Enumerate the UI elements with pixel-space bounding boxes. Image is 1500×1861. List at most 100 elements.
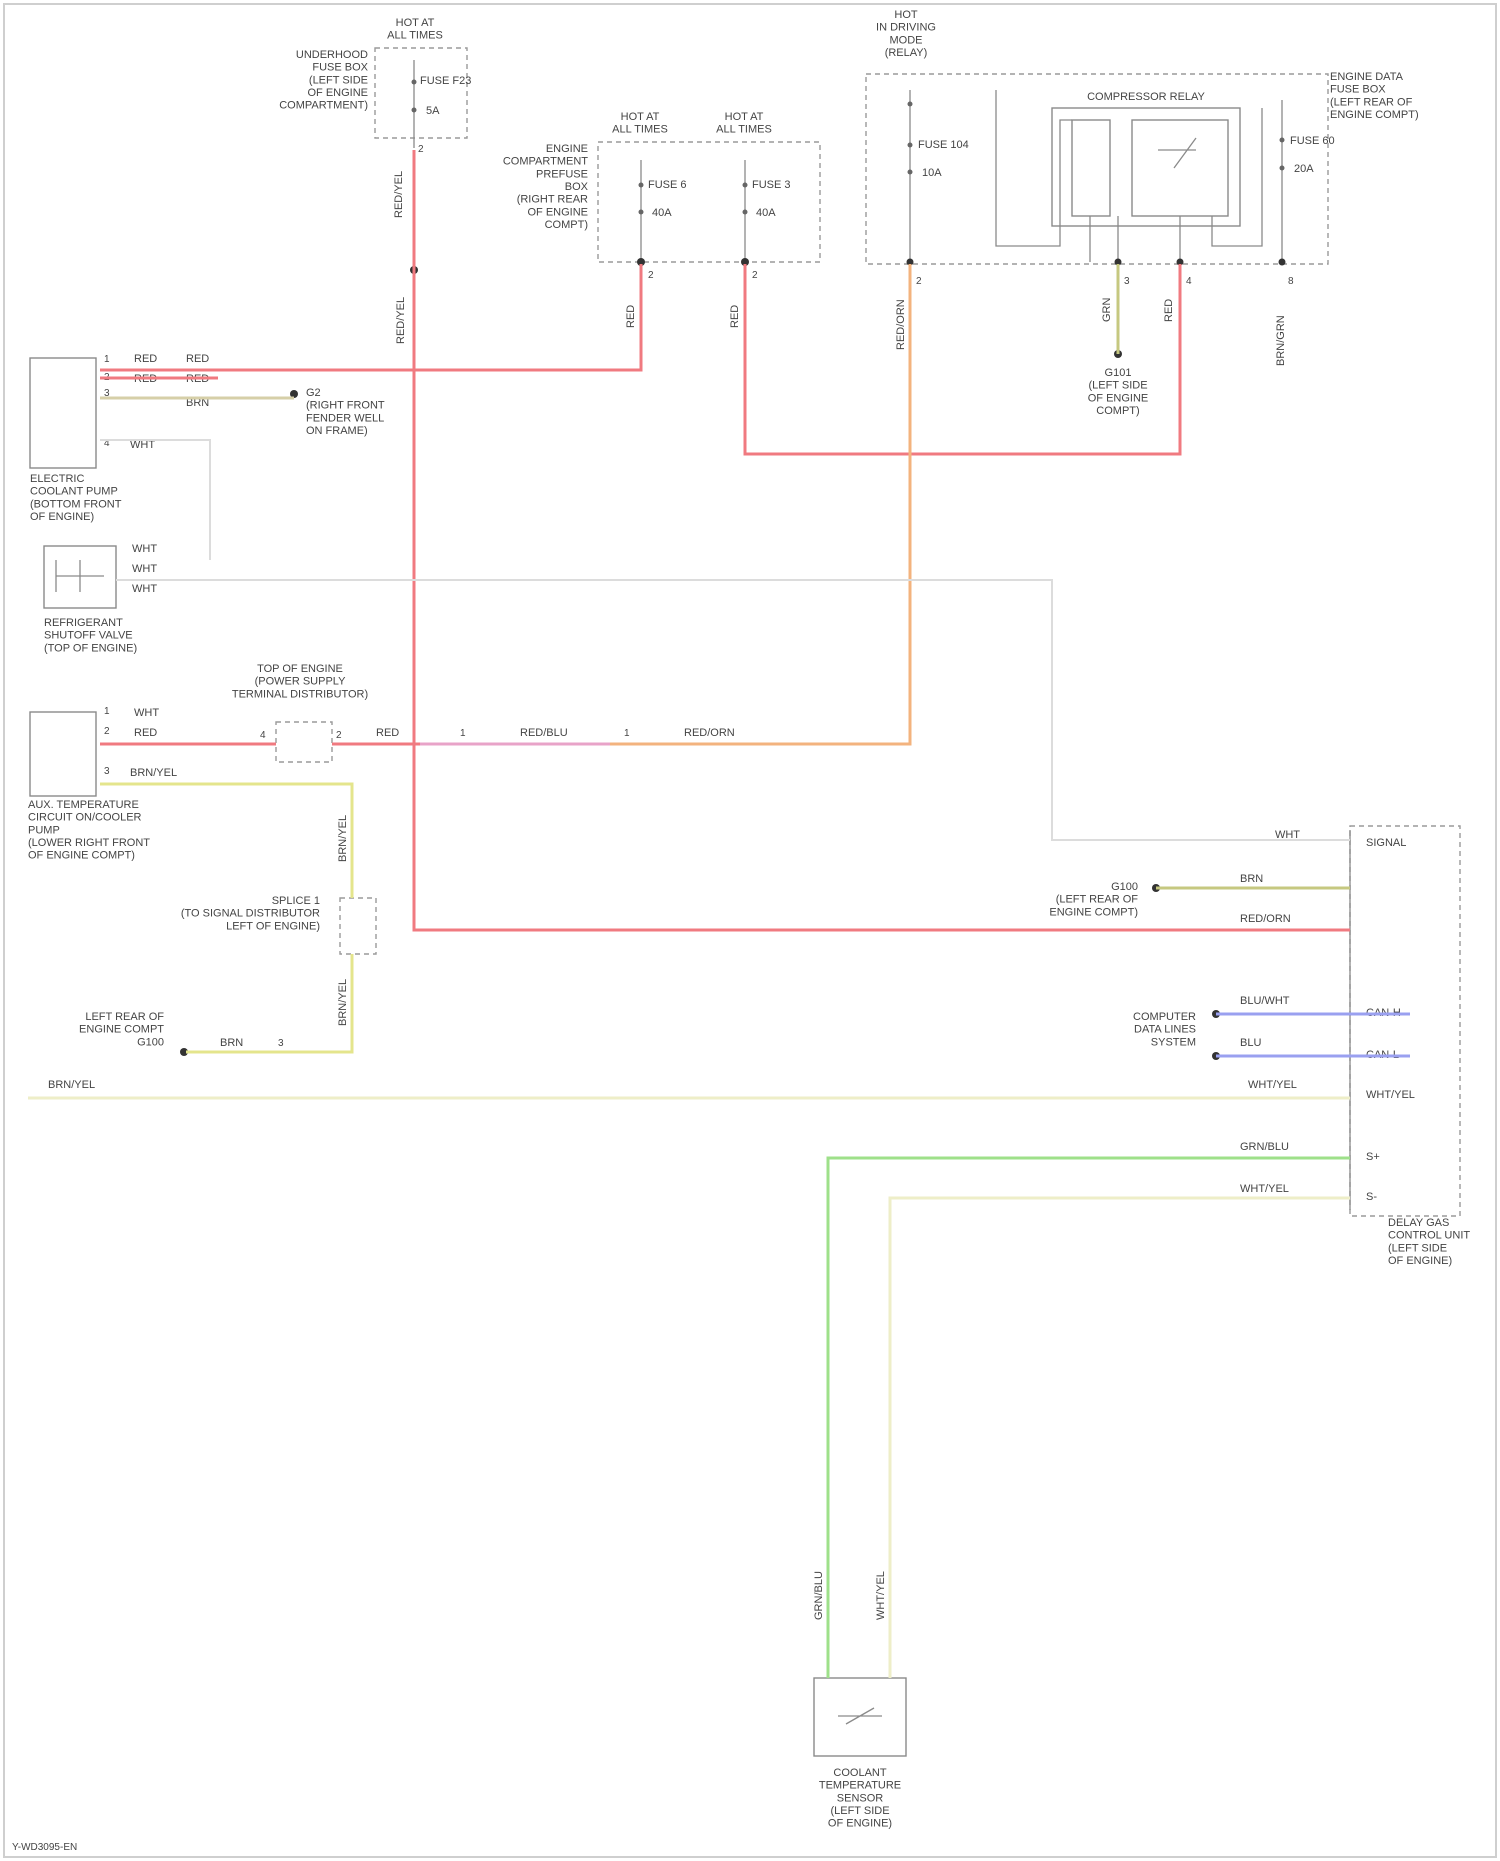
pin-num: 1 xyxy=(624,728,630,739)
pump-wire-red1: RED xyxy=(134,353,157,365)
fuse-mid2-wire-label: RED xyxy=(729,305,741,328)
bottom-wire-whtyel: WHT/YEL xyxy=(875,1571,887,1620)
relay-switch-contact xyxy=(1158,138,1196,168)
valve-wire2: WHT xyxy=(132,563,157,575)
splice-label: SPLICE 1(TO SIGNAL DISTRIBUTORLEFT OF EN… xyxy=(181,895,320,932)
relay-switch-box xyxy=(1132,120,1228,216)
ecm-pin-wht2: WHT/YEL xyxy=(1366,1089,1415,1101)
aux-pump-wire-red: RED xyxy=(134,727,157,739)
relay-wire-red: RED xyxy=(1163,299,1175,322)
fuse-mid1-pin xyxy=(639,183,644,188)
wire-green-sensor xyxy=(828,1158,1350,1678)
relay-fuse-pin xyxy=(908,143,913,148)
fuse-top-box xyxy=(375,48,467,138)
wire-orange-main xyxy=(610,264,910,744)
can-wire-bluwht: BLU/WHT xyxy=(1240,995,1290,1007)
fuse-mid2-pin xyxy=(743,183,748,188)
fuse-mid-box xyxy=(598,142,820,262)
relay-fuse-pin xyxy=(908,102,913,107)
pin-num: 2 xyxy=(336,730,342,741)
fuse-mid1-pin-num: 2 xyxy=(648,270,654,281)
sensor-box xyxy=(814,1678,906,1756)
valve-symbol xyxy=(56,560,104,592)
fuse-top-pin xyxy=(412,108,417,113)
fuse-mid1-wire-label: RED xyxy=(625,305,637,328)
splice-wire-upper: BRN/YEL xyxy=(337,815,349,862)
fuse-top-number: FUSE F23 xyxy=(420,75,471,87)
fuse-top-amp: 5A xyxy=(426,105,440,117)
fuse-mid2-amp: 40A xyxy=(756,207,776,219)
sensor-symbol xyxy=(838,1708,882,1724)
fuse-mid1-amp: 40A xyxy=(652,207,672,219)
brn-wire-label-right: WHT/YEL xyxy=(1248,1079,1297,1091)
can-label: COMPUTERDATA LINESSYSTEM xyxy=(1133,1011,1196,1048)
can-wire-blu: BLU xyxy=(1240,1037,1261,1049)
relay-pin-num: 4 xyxy=(1186,276,1192,287)
coolant-pump-box xyxy=(30,358,96,468)
pin-num: 3 xyxy=(278,1038,284,1049)
footer-code: Y-WD3095-EN xyxy=(12,1842,77,1853)
splice-box xyxy=(340,898,376,954)
wire-red-main xyxy=(414,150,1350,930)
fuse-mid1-number: FUSE 6 xyxy=(648,179,687,191)
relay-fuse2-pin xyxy=(1280,138,1285,143)
aux-pump-wire-wht: WHT xyxy=(134,707,159,719)
relay-pin-num: 3 xyxy=(1124,276,1130,287)
fuse-mid2-pin-num: 2 xyxy=(752,270,758,281)
orn-wire-red: RED xyxy=(376,727,399,739)
wire-red-pump-top xyxy=(100,264,641,370)
relay-terminal xyxy=(1279,259,1286,266)
sensor-wire-grnblu: GRN/BLU xyxy=(1240,1141,1289,1153)
brn-wire-label: BRN/YEL xyxy=(48,1079,95,1091)
sensor-wire-whtyel: WHT/YEL xyxy=(1240,1183,1289,1195)
ecm-wire-redorn: RED/ORN xyxy=(1240,913,1291,925)
red-wire-label: RED xyxy=(186,353,209,365)
pin-num: 1 xyxy=(104,706,110,717)
aux-pump-wire-brnyel: BRN/YEL xyxy=(130,767,177,779)
pin-num: 1 xyxy=(104,354,110,365)
fuse-mid2-number: FUSE 3 xyxy=(752,179,791,191)
aux-pump-box xyxy=(30,712,96,796)
compressor-relay-box xyxy=(1052,108,1240,226)
relay-fuse-number: FUSE 104 xyxy=(918,139,969,151)
sensor-label: COOLANTTEMPERATURESENSOR(LEFT SIDEOF ENG… xyxy=(819,1767,901,1830)
sensor-pin-plus: S+ xyxy=(1366,1151,1380,1163)
relay-fuse2-pin xyxy=(1280,166,1285,171)
relay-feed-line xyxy=(996,90,1072,246)
fuse-mid1-pin xyxy=(639,210,644,215)
valve-wire1: WHT xyxy=(132,543,157,555)
relay-wire-grn: GRN xyxy=(1101,298,1113,323)
fuse-top-wire-label: RED/YEL xyxy=(393,171,405,218)
compressor-relay-title: COMPRESSOR RELAY xyxy=(1087,91,1205,103)
relay-fuse-pin xyxy=(908,170,913,175)
fuse-mid2-pin xyxy=(743,210,748,215)
relay-fuse2-number: FUSE 60 xyxy=(1290,135,1335,147)
wire-gray-long xyxy=(116,580,1350,840)
fuse-top-pin-num: 2 xyxy=(418,144,424,155)
relay-fuse-amp: 10A xyxy=(922,167,942,179)
pin-num: 4 xyxy=(260,730,266,741)
orn-wire-redorn: RED/ORN xyxy=(684,727,735,739)
relay-fuse2-amp: 20A xyxy=(1294,163,1314,175)
relay-box: HOTIN DRIVINGMODE(RELAY) ENGINE DATAFUSE… xyxy=(866,9,1419,417)
splice-wire-lower: BRN/YEL xyxy=(337,979,349,1026)
fuse-top-wire-label2: RED/YEL xyxy=(395,297,407,344)
sensor-pin-minus: S- xyxy=(1366,1191,1377,1203)
relay-pin-num: 2 xyxy=(916,276,922,287)
